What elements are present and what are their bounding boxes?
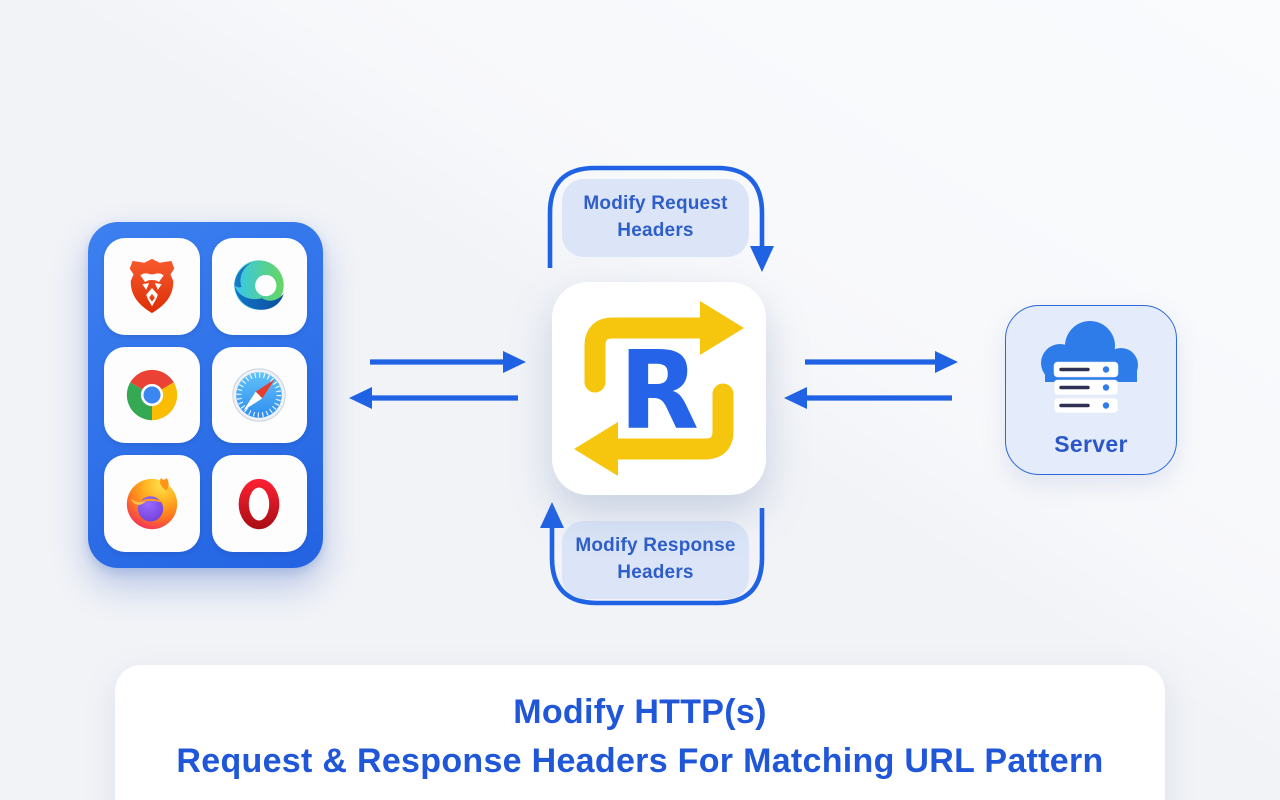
browser-tile-firefox <box>104 455 200 552</box>
browser-tile-chrome <box>104 346 200 444</box>
server-card: Server <box>1005 305 1177 475</box>
cloud-server-icon <box>1041 321 1138 414</box>
safari-icon <box>232 368 286 422</box>
yellow-arrowhead-right <box>700 301 744 355</box>
request-arrowhead-right <box>935 351 958 373</box>
server-label: Server <box>1054 431 1128 457</box>
browser-tile-edge <box>211 238 307 335</box>
headline-line2: Request & Response Headers For Matching … <box>176 742 1104 780</box>
modify-response-headers-pill: Modify Response Headers <box>562 521 749 599</box>
edge-icon <box>234 260 284 311</box>
browsers-panel <box>88 222 323 568</box>
headline-banner: Modify HTTP(s) Request & Response Header… <box>115 665 1165 800</box>
request-pill-line2: Headers <box>617 220 694 241</box>
arc-arrowhead-up <box>540 502 564 528</box>
headline-line1: Modify HTTP(s) <box>513 693 767 731</box>
browser-tile-safari <box>211 346 307 444</box>
response-arrowhead-right <box>784 387 807 409</box>
requestly-logo-card: R <box>552 282 766 495</box>
brave-icon <box>129 259 175 314</box>
browser-tile-opera <box>211 455 307 552</box>
yellow-arrowhead-left <box>574 422 618 476</box>
response-pill-line2: Headers <box>617 562 694 583</box>
chrome-icon <box>126 369 177 421</box>
request-arrowhead-left <box>503 351 526 373</box>
response-arrowhead-left <box>349 387 372 409</box>
sync-arrows-icon <box>574 301 744 476</box>
browsers-to-logo-arrows <box>349 351 526 409</box>
response-pill-line1: Modify Response <box>575 535 736 557</box>
request-pill-line1: Modify Request <box>583 193 728 215</box>
firefox-icon <box>126 477 177 529</box>
opera-icon <box>238 478 280 529</box>
modify-request-headers-pill: Modify Request Headers <box>562 179 749 257</box>
browser-tile-brave <box>104 238 200 335</box>
server-racks <box>1053 361 1119 414</box>
logo-letter: R <box>619 329 699 454</box>
arc-arrowhead-down <box>750 246 774 272</box>
logo-to-server-arrows <box>784 351 958 409</box>
